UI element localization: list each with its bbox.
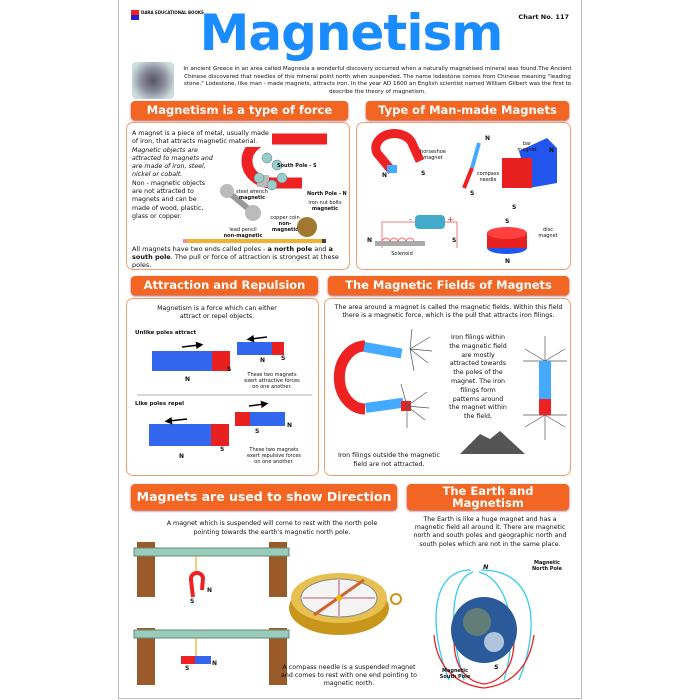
direction-illustration — [133, 542, 402, 685]
pole-s: S — [220, 446, 225, 453]
label-solenoid: Solenoid — [391, 251, 413, 257]
pole-n: N — [287, 422, 293, 429]
earth-text: The Earth is like a huge magnet and has … — [413, 516, 567, 548]
unlike-poles-label: Unlike poles attract — [135, 330, 197, 336]
pole-n: N — [549, 147, 555, 154]
pole-s: S — [255, 428, 260, 435]
label-south-pole: South Pole - S — [277, 163, 317, 169]
section-header-force: Magnetism is a type of force — [131, 101, 348, 120]
direction-intro: A magnet which is suspended will come to… — [166, 520, 378, 536]
label-bar-magnet: bar magnet — [517, 141, 537, 153]
pole-s: S — [227, 366, 232, 373]
magnetic-south-label: Magnetic South Pole — [439, 668, 471, 680]
pole-s: S — [505, 218, 510, 225]
pole-s: S — [185, 665, 190, 672]
pole-s: S — [452, 237, 457, 244]
magnetic-north-label: Magnetic North Pole — [532, 560, 562, 572]
label-north-pole: North Pole - N — [307, 191, 347, 197]
publisher-logo: DARA EDUCATIONAL BOOKS — [131, 10, 204, 22]
like-poles-label: Like poles repel — [135, 401, 185, 407]
pole-s: S — [421, 170, 426, 177]
pole-s: S — [512, 204, 517, 211]
label-compass-needle: compass needle — [476, 171, 500, 183]
page-title: Magnetism — [199, 4, 504, 62]
label-horseshoe: horseshoe magnet — [420, 149, 446, 161]
pole-n: N — [367, 237, 373, 244]
pole-s: S — [281, 355, 286, 362]
publisher-name: DARA EDUCATIONAL BOOKS — [141, 10, 204, 15]
battery-plus: + — [447, 215, 454, 224]
pole-s: S — [190, 598, 195, 605]
fields-panel: The area around a magnet is called the m… — [324, 298, 571, 476]
pole-n: N — [179, 453, 185, 460]
force-text-1: A magnet is a piece of metal, usually ma… — [132, 130, 272, 147]
pole-n: N — [207, 587, 213, 594]
force-text-group: A magnet is a piece of metal, usually ma… — [132, 130, 272, 222]
pole-n: N — [185, 376, 191, 383]
fields-intro: The area around a magnet is called the m… — [334, 304, 563, 319]
pole-n: N — [505, 258, 511, 265]
magnet-types-illustration — [371, 129, 557, 254]
iron-filings-illustration — [333, 328, 567, 454]
force-panel: A magnet is a piece of metal, usually ma… — [126, 122, 350, 270]
force-text-3: Non - magnetic objects are not attracted… — [132, 179, 212, 222]
battery-minus: - — [409, 215, 412, 224]
pole-n: N — [485, 135, 491, 142]
chart-number: Chart No. 117 — [518, 13, 569, 21]
section-header-attraction: Attraction and Repulsion — [131, 276, 318, 295]
section-header-types: Type of Man-made Magnets — [366, 101, 569, 120]
pole-n: N — [212, 660, 218, 667]
intro-text: In ancient Greece in an area called Magn… — [183, 66, 572, 95]
compass-note: A compass needle is a suspended magnet a… — [281, 664, 417, 687]
pole-n: N — [260, 357, 266, 364]
force-text-2: Magnetic objects are attracted to magnet… — [132, 146, 220, 180]
poles-text: All magnets have two ends called poles -… — [132, 245, 339, 269]
earth-illustration — [433, 569, 535, 689]
attraction-panel: Magnetism is a force which can either at… — [126, 298, 319, 476]
pole-n: N — [382, 172, 388, 179]
attraction-illustration — [137, 334, 312, 446]
attraction-intro: Magnetism is a force which can either at… — [157, 305, 277, 320]
section-header-direction: Magnets are used to show Direction — [131, 484, 397, 510]
attract-note: These two magnets exert attractive force… — [244, 372, 300, 390]
fields-outside-text: Iron filings outside the magnetic field … — [338, 452, 440, 468]
lodestone-image — [132, 62, 174, 99]
earth-s: S — [494, 663, 499, 671]
section-header-fields: The Magnetic Fields of Magnets — [328, 276, 569, 295]
fields-middle-text: Iron filings within the magnetic field a… — [449, 334, 507, 421]
section-header-earth: The Earth and Magnetism — [407, 484, 569, 510]
repel-note: These two magnets exert repulsive forces… — [246, 447, 302, 465]
label-disc-magnet: disc magnet — [538, 227, 558, 239]
types-panel: horseshoe magnet compass needle bar magn… — [356, 122, 571, 270]
earth-n: N — [483, 563, 489, 571]
poster: DARA EDUCATIONAL BOOKS Chart No. 117 Mag… — [118, 0, 582, 699]
pole-s: S — [470, 190, 475, 197]
